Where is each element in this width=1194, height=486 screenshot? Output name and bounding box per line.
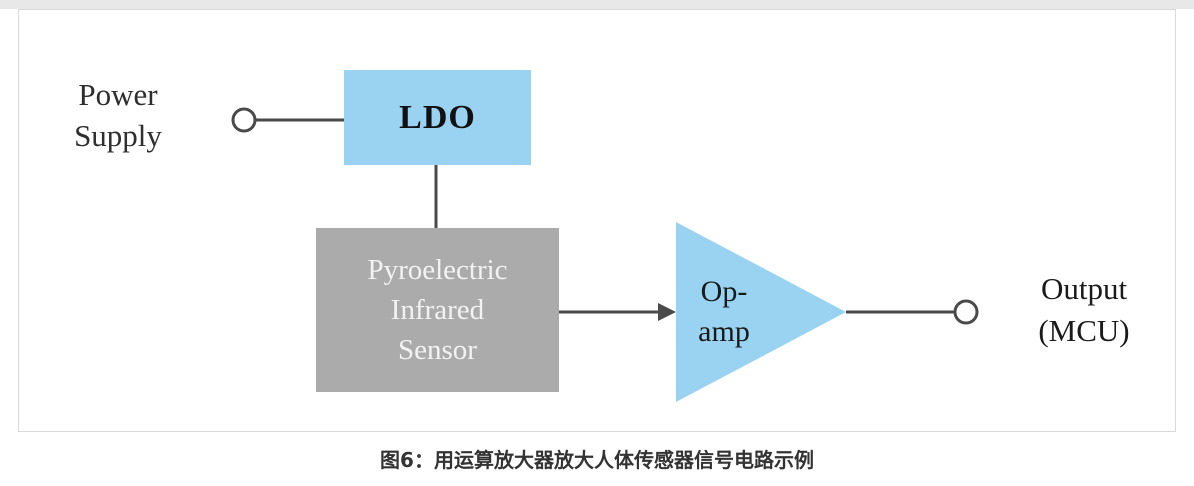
- sensor-block: Pyroelectric Infrared Sensor: [316, 228, 559, 392]
- power-terminal: [231, 107, 257, 133]
- opamp-label: Op- amp: [698, 275, 750, 348]
- power-supply-label: Power Supply: [74, 77, 162, 153]
- wiring-layer: [231, 107, 979, 402]
- opamp-triangle: [676, 222, 846, 402]
- output-terminal: [953, 299, 979, 325]
- arrowhead-icon: [658, 303, 676, 321]
- ldo-block: LDO: [344, 70, 531, 165]
- figure-caption: 图6：用运算放大器放大人体传感器信号电路示例: [380, 448, 814, 472]
- ldo-label: LDO: [399, 98, 476, 136]
- page-top-strip: [0, 0, 1194, 9]
- output-label: Output (MCU): [1038, 271, 1130, 348]
- diagram-panel: Power Supply LDO Pyroelectric Infrared S…: [18, 9, 1176, 432]
- sensor-label: Pyroelectric Infrared Sensor: [367, 253, 508, 366]
